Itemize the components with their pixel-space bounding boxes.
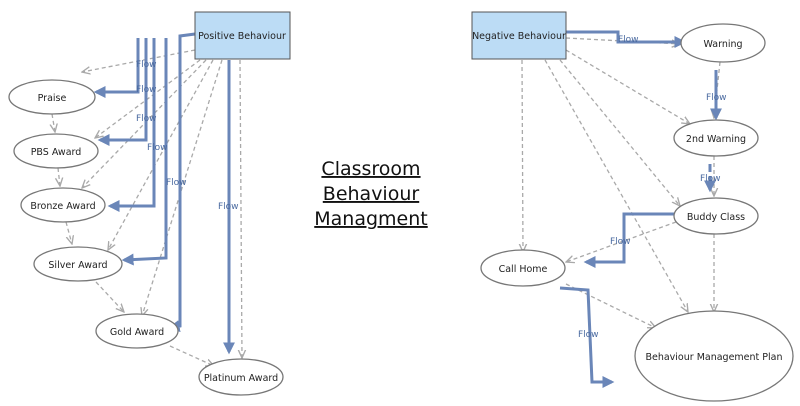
flow-arrow-to-silver [121,38,168,266]
dashed-bronze-to-silver [65,221,72,244]
diagram-title: Classroom Behaviour Managment [314,158,427,230]
gold-award-label: Gold Award [110,327,164,338]
pbs-award-node[interactable]: PBS Award [13,133,99,169]
praise-node[interactable]: Praise [8,79,96,115]
positive-flow-labels: Flow Flow Flow Flow Flow Flow [136,60,239,212]
dashed-arrow-to-bronze [82,59,207,188]
dashed-call-home-to-bmp [565,283,656,328]
buddy-class-label: Buddy Class [687,212,745,223]
second-warning-label: 2nd Warning [686,134,746,145]
dashed-arrow-to-platinum [240,59,242,358]
title-line-1: Classroom [321,158,420,180]
behaviour-management-plan-label: Behaviour Management Plan [645,352,782,363]
flow-label: Flow [610,237,631,247]
negative-behaviour-box[interactable] [471,11,567,60]
bronze-award-node[interactable]: Bronze Award [20,187,106,223]
dashed-silver-to-gold [95,281,124,312]
title-line-3: Managment [314,208,427,230]
silver-award-label: Silver Award [48,260,107,271]
praise-label: Praise [38,93,67,104]
dashed-arrow-to-2nd-warning [565,49,690,124]
flow-label: Flow [136,60,157,70]
title-line-2: Behaviour [323,183,420,205]
flow-arrow-to-warning [566,30,687,48]
dashed-gold-to-platinum [169,345,214,366]
pbs-award-label: PBS Award [31,147,82,158]
flow-label: Flow [136,114,157,124]
platinum-award-label: Platinum Award [204,373,278,384]
warning-node[interactable]: Warning [680,23,766,63]
dashed-arrow-to-gold [142,59,223,316]
flow-arrow-to-praise [93,38,140,98]
flow-label: Flow [136,85,157,95]
flow-label: Flow [166,178,187,188]
flow-label: Flow [706,93,727,103]
flow-arrow-to-call-home [583,212,676,268]
warning-label: Warning [703,39,742,50]
dashed-arrow-to-silver [108,59,214,250]
dashed-arrow-to-bmp [544,59,688,312]
buddy-class-node[interactable]: Buddy Class [673,197,759,235]
positive-behaviour-box[interactable] [194,11,291,60]
silver-award-node[interactable]: Silver Award [33,246,123,282]
positive-behaviour-label: Positive Behaviour [198,31,286,42]
flow-label: Flow [147,143,168,153]
negative-behaviour-label: Negative Behaviour [472,31,566,42]
platinum-award-node[interactable]: Platinum Award [198,358,284,396]
dashed-arrow-to-call-home [522,59,523,252]
call-home-label: Call Home [499,264,548,275]
flow-label: Flow [618,35,639,45]
negative-flow-labels: Flow Flow Flow Flow Flow [578,35,727,340]
dashed-praise-to-pbs [52,113,55,132]
flow-label: Flow [700,174,721,184]
second-warning-node[interactable]: 2nd Warning [673,119,759,157]
flow-arrow-to-pbs [97,38,148,146]
flow-label: Flow [578,330,599,340]
flow-arrow-to-bmp [559,286,615,388]
flow-label: Flow [218,202,239,212]
negative-dashed-connectors [522,37,721,328]
negative-flow-arrows [559,30,722,388]
dashed-pbs-to-bronze [58,167,60,186]
dashed-arrow-to-buddy-class [559,59,680,206]
flow-arrow-to-bronze [107,38,156,212]
behaviour-management-plan-node[interactable]: Behaviour Management Plan [634,310,794,402]
gold-award-node[interactable]: Gold Award [95,313,179,349]
bronze-award-label: Bronze Award [30,201,95,212]
dashed-buddy-to-call-home [566,221,677,262]
positive-behaviour-node[interactable]: Positive Behaviour [194,11,291,60]
call-home-node[interactable]: Call Home [480,249,566,287]
negative-behaviour-node[interactable]: Negative Behaviour [471,11,567,60]
